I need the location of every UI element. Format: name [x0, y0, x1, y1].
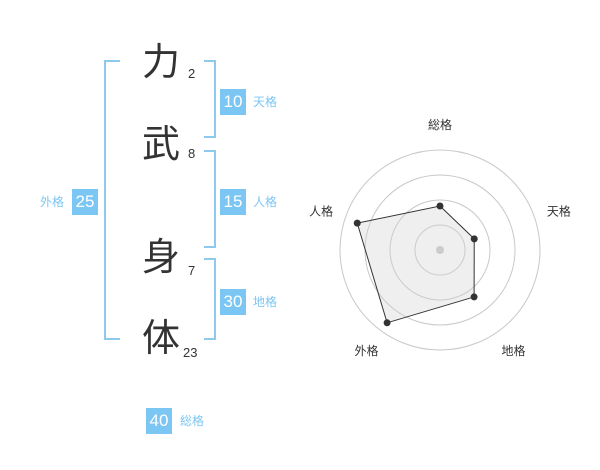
gaikaku-bracket	[104, 60, 120, 340]
gaikaku-label: 外格	[40, 195, 65, 209]
name-char-2: 武	[142, 122, 181, 166]
stroke-count-2: 8	[188, 146, 196, 161]
radar-ring-1	[414, 224, 466, 276]
tenkaku-label: 天格	[253, 95, 278, 109]
chikaku-bracket	[204, 258, 216, 340]
radar-point-4	[383, 319, 391, 327]
tenkaku-bracket	[204, 60, 216, 138]
radar-ring-2	[389, 199, 491, 301]
tenkaku-value: 10	[220, 89, 246, 115]
name-char-3: 身	[142, 235, 181, 279]
radar-point-2	[470, 235, 478, 243]
jinkaku-value: 15	[220, 189, 246, 215]
jinkaku-label: 人格	[253, 195, 278, 209]
stroke-count-1: 2	[188, 66, 196, 81]
radar-axis-label-1: 総格	[428, 117, 452, 132]
radar-axis-label-3: 地格	[501, 343, 525, 358]
radar-axis-label-4: 外格	[355, 343, 379, 358]
soukaku-label: 総格	[180, 414, 205, 428]
jinkaku-bracket	[204, 150, 216, 248]
name-char-1: 力	[142, 40, 181, 84]
stroke-count-4: 23	[183, 345, 198, 360]
radar-point-5	[353, 219, 361, 227]
radar-axis-label-2: 天格	[547, 203, 571, 218]
radar-point-3	[470, 293, 478, 301]
radar-series-polygon	[356, 205, 475, 324]
radar-axis-label-5: 人格	[309, 203, 333, 218]
radar-ring-4	[339, 149, 541, 351]
radar-center-dot	[436, 246, 444, 254]
chikaku-label: 地格	[253, 295, 278, 309]
name-char-4: 体	[142, 316, 181, 360]
soukaku-value: 40	[146, 408, 172, 434]
stroke-count-3: 7	[188, 263, 196, 278]
gaikaku-value: 25	[72, 189, 98, 215]
chikaku-value: 30	[220, 289, 246, 315]
radar-point-1	[436, 202, 444, 210]
